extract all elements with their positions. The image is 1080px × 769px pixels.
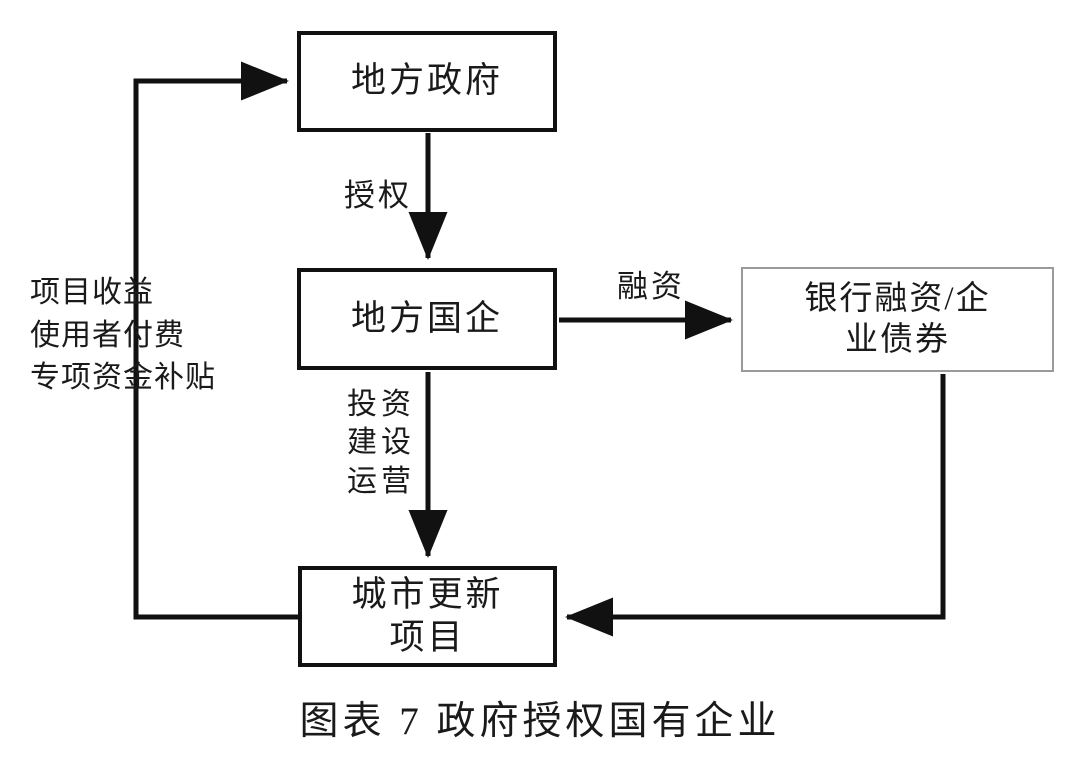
edge-label-invest-build-operate: 投资 建设 运营: [347, 388, 415, 498]
edge-label-revenue-feedback: 项目收益 使用者付费 专项资金补贴: [30, 276, 216, 395]
figure-caption: 图表 7 政府授权国有企业: [299, 700, 781, 743]
node-bank-financing[interactable]: 银行融资/企 业债券: [741, 267, 1054, 372]
node-local-soe[interactable]: 地方国企: [297, 268, 557, 370]
edge-label-authorize: 授权: [344, 178, 412, 213]
node-urban-renewal[interactable]: 城市更新 项目: [298, 566, 557, 667]
node-bank-financing-label: 银行融资/企 业债券: [804, 281, 991, 358]
edge-label-financing: 融资: [617, 269, 685, 304]
node-local-government[interactable]: 地方政府: [297, 31, 557, 132]
node-local-soe-label: 地方国企: [350, 298, 503, 338]
edge-funds-return-arrow: [564, 374, 946, 637]
node-local-government-label: 地方政府: [350, 61, 503, 101]
edge-revenue-feedback-arrow: [133, 61, 298, 620]
node-urban-renewal-label: 城市更新 项目: [351, 574, 504, 657]
